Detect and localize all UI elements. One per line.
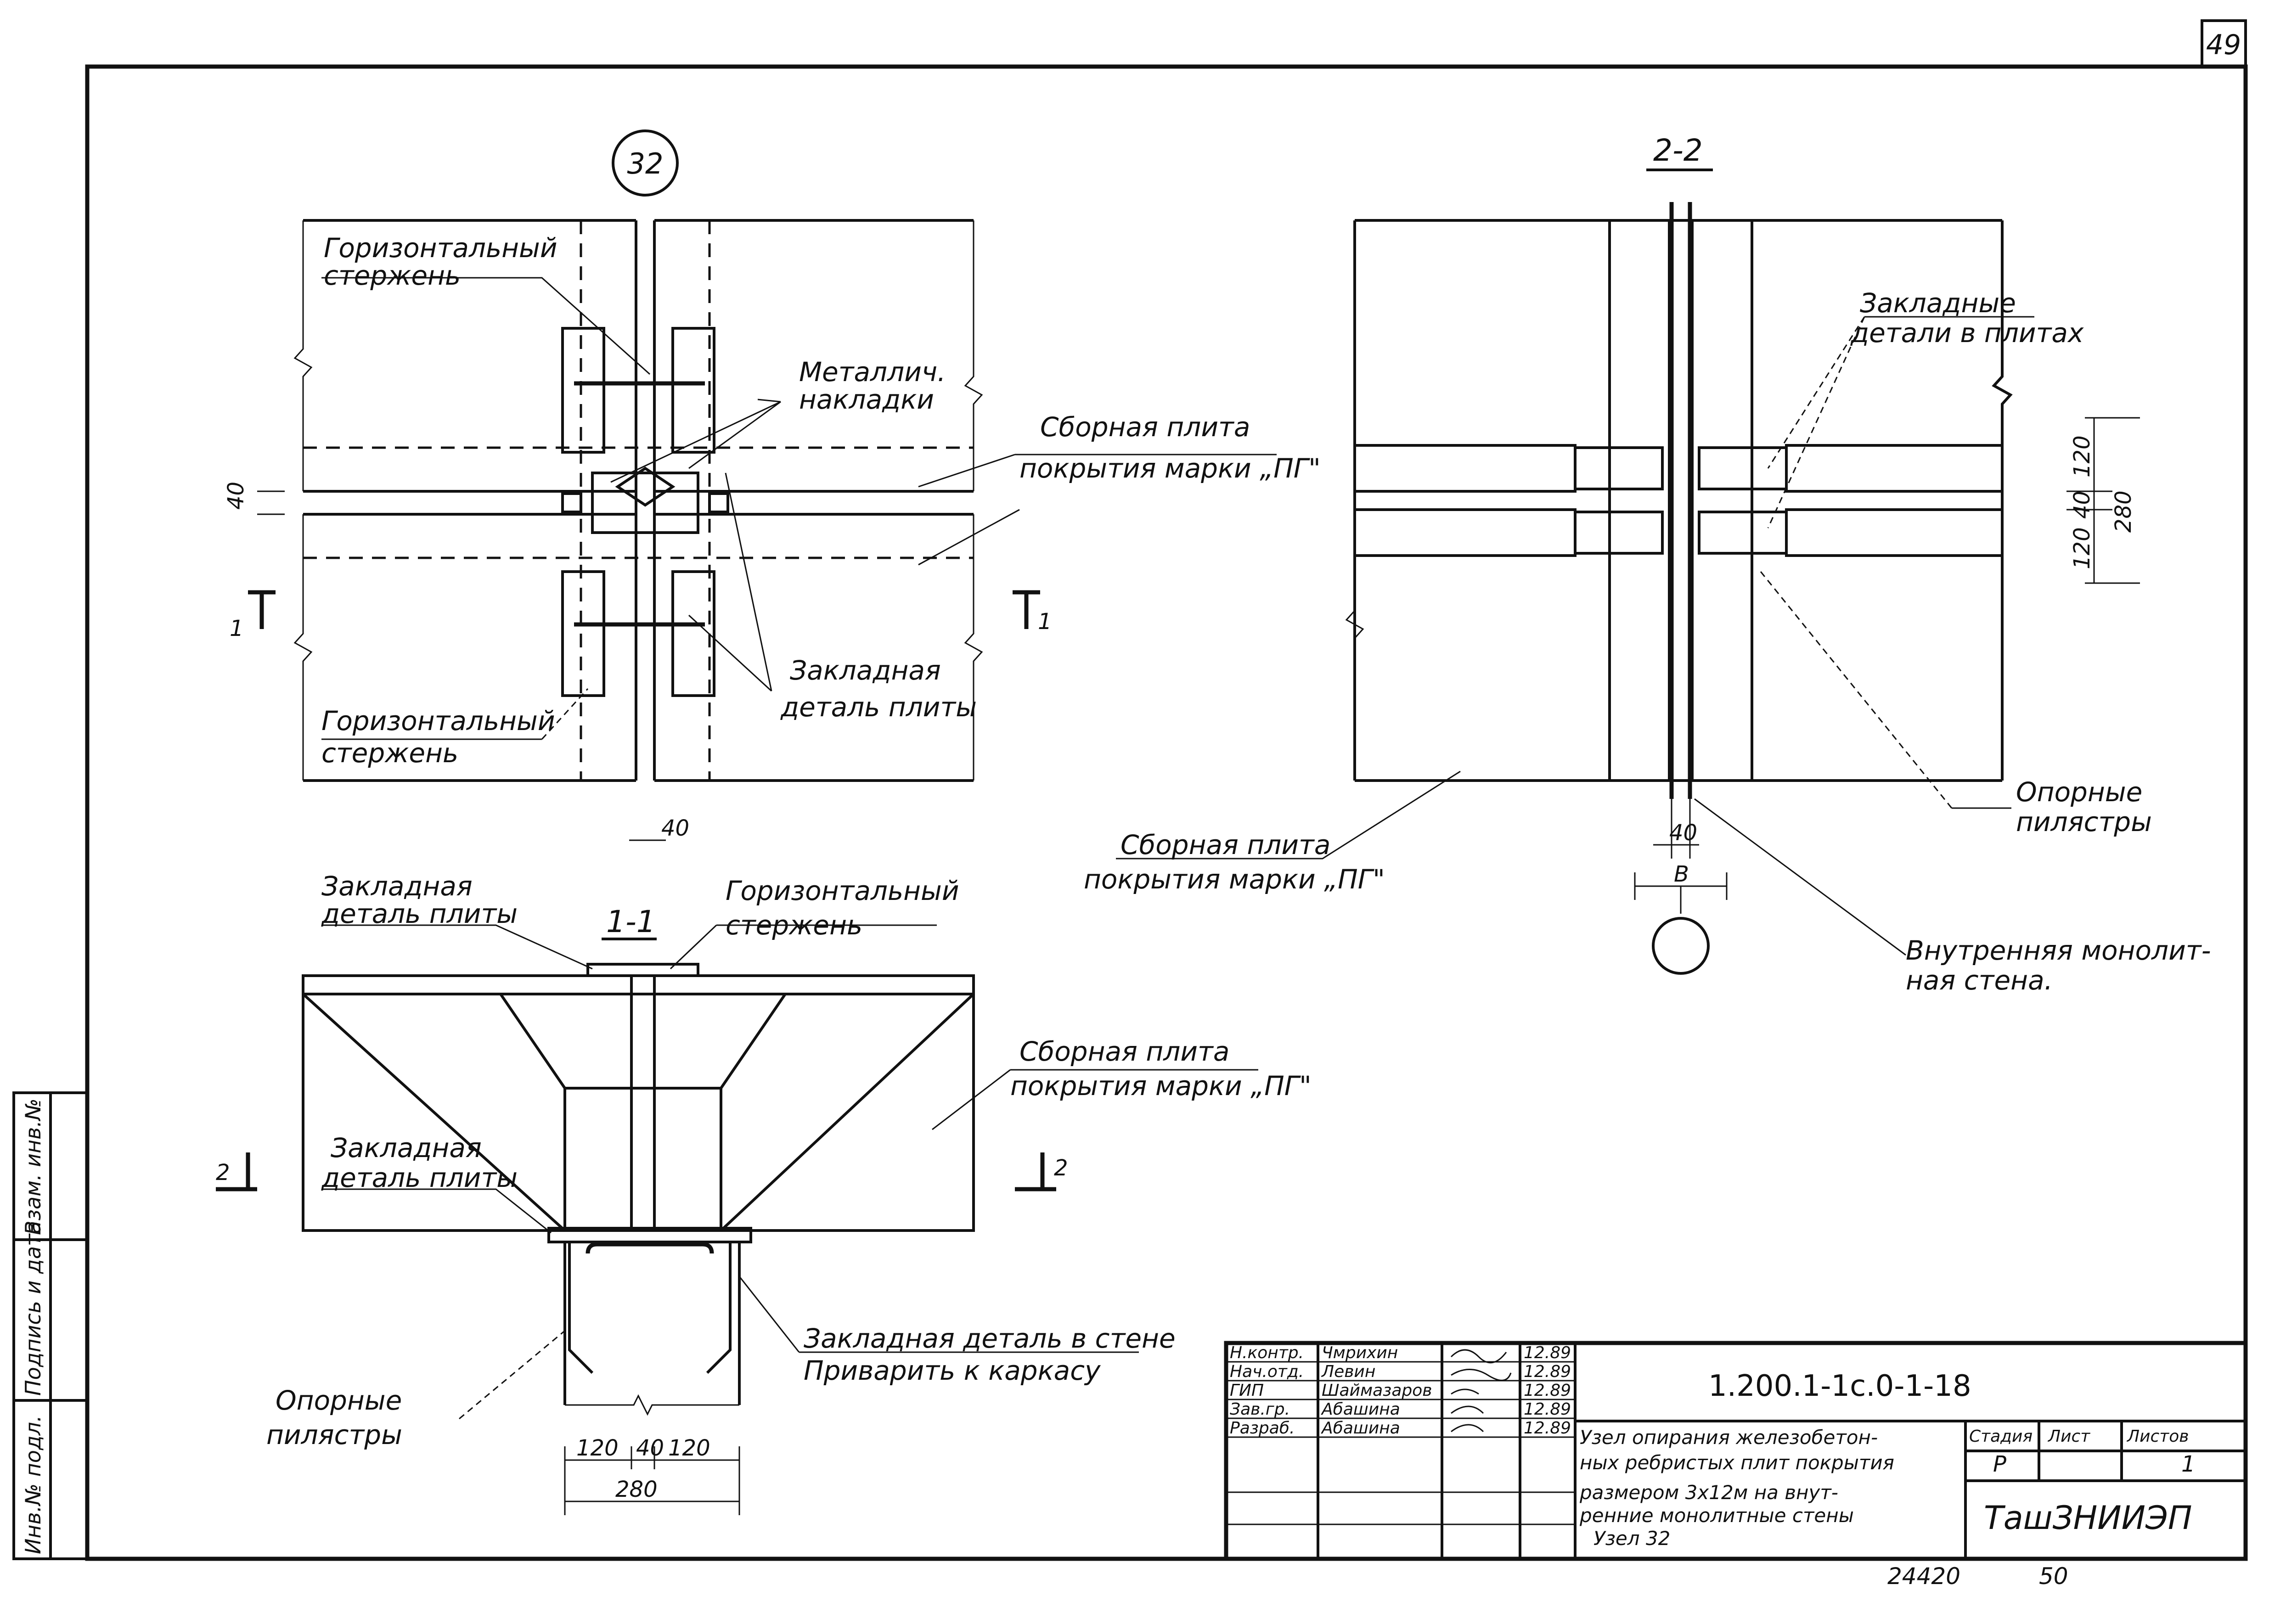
plan-view: 32 40 40 1 1 <box>223 129 1321 841</box>
tb-desc-2: размером 3х12м на внут- <box>1579 1481 1838 1504</box>
s11-label-pilasters-2: пилястры <box>266 1419 402 1450</box>
s11-label-embedded-mid-1: Закладная <box>331 1132 482 1163</box>
plan-label-embedded-1: Закладная <box>790 655 941 686</box>
plan-label-slab-1: Сборная плита <box>1040 411 1250 443</box>
s11-label-wall-1: Закладная деталь в стене <box>804 1323 1176 1354</box>
tb-designation: 1.200.1-1с.0-1-18 <box>1708 1369 1971 1403</box>
tb-organization: ТашЗНИИЭП <box>1984 1499 2192 1537</box>
plan-label-metal-pads-1: Металлич. <box>799 356 946 388</box>
tb-name-3: Абашина <box>1321 1400 1400 1419</box>
plan-label-metal-pads-2: накладки <box>799 384 934 415</box>
section-2-2-title: 2-2 <box>1653 133 1703 168</box>
s22-dim-280: 280 <box>2111 490 2136 533</box>
s11-dim-280: 280 <box>615 1477 658 1502</box>
s11-dim-40: 40 <box>636 1435 664 1461</box>
s22-dim-40: 40 <box>2069 491 2095 519</box>
s22-dim-b: В <box>1674 861 1689 887</box>
sheet-frame <box>85 64 2248 1561</box>
tb-role-3: Зав.гр. <box>1230 1400 1290 1419</box>
section-mark-right: 1 <box>1038 609 1052 635</box>
s22-label-slab-2: покрытия марки „ПГ" <box>1084 864 1385 895</box>
plan-label-slab-2: покрытия марки „ПГ" <box>1019 453 1321 484</box>
s11-mark-left: 2 <box>216 1160 230 1186</box>
s22-label-wall-2: ная стена. <box>1906 965 2053 996</box>
footer-left: 24420 <box>1887 1563 1960 1590</box>
s22-label-embedded-1: Закладные <box>1860 287 2016 319</box>
plan-label-rod-top-2: стержень <box>324 260 461 291</box>
side-stamp-sign: Подпись и дата <box>21 1221 45 1396</box>
node-circle <box>612 129 679 197</box>
tb-date-4: 12.89 <box>1524 1419 1571 1438</box>
tb-date-3: 12.89 <box>1524 1400 1571 1419</box>
section-1-1-title: 1-1 <box>606 904 656 939</box>
tb-date-0: 12.89 <box>1524 1343 1571 1362</box>
s22-label-embedded-2: детали в плитах <box>1850 317 2084 348</box>
s22-marker-circle <box>1652 917 1710 975</box>
side-stamp-replace: Взам. инв.№ <box>21 1098 45 1235</box>
tb-name-1: Левин <box>1321 1362 1375 1381</box>
s11-dim-120a: 120 <box>576 1435 619 1461</box>
s11-label-embedded-top-2: деталь плиты <box>321 898 518 929</box>
s11-label-embedded-top-1: Закладная <box>321 871 473 902</box>
section-mark-left: 1 <box>230 616 244 641</box>
tb-desc-3: ренние монолитные стены <box>1579 1504 1854 1527</box>
s11-dim-120b: 120 <box>668 1435 710 1461</box>
s22-label-pilasters-2: пилястры <box>2016 806 2152 837</box>
tb-role-4: Разраб. <box>1230 1419 1295 1438</box>
tb-stage-header: Стадия <box>1969 1427 2033 1446</box>
s22-dim-gap: 40 <box>1669 820 1697 846</box>
plan-label-embedded-2: деталь плиты <box>780 691 977 723</box>
tb-sheets-header: Листов <box>2126 1427 2189 1446</box>
tb-role-2: ГИП <box>1230 1381 1264 1400</box>
plan-label-rod-bottom-2: стержень <box>321 737 458 769</box>
tb-date-2: 12.89 <box>1524 1381 1571 1400</box>
side-stamp: Инв.№ подл. Подпись и дата Взам. инв.№ <box>12 1091 89 1560</box>
s11-label-embedded-mid-2: деталь плиты <box>321 1162 518 1193</box>
s11-label-slab-2: покрытия марки „ПГ" <box>1010 1070 1312 1101</box>
node-number: 32 <box>627 147 664 180</box>
footer-right: 50 <box>2039 1563 2068 1590</box>
tb-sheet-header: Лист <box>2047 1427 2090 1446</box>
section-2-2: 2-2 120 40 120 280 40 В <box>1084 133 2211 996</box>
tb-desc-4: Узел 32 <box>1593 1527 1670 1550</box>
s11-label-pilasters-1: Опорные <box>276 1385 402 1416</box>
section-1-1: 1-1 120 40 120 280 2 2 <box>216 871 1312 1515</box>
s22-label-wall-1: Внутренняя монолит- <box>1906 935 2211 966</box>
plan-label-rod-bottom-1: Горизонтальный <box>321 705 555 736</box>
plan-dim-gap-bottom: 40 <box>661 815 689 841</box>
tb-stage: Р <box>1993 1451 2006 1477</box>
s22-label-slab-1: Сборная плита <box>1120 829 1330 860</box>
tb-role-1: Нач.отд. <box>1230 1362 1304 1381</box>
tb-sheets: 1 <box>2181 1451 2196 1477</box>
plan-label-rod-top-1: Горизонтальный <box>324 232 557 264</box>
s22-label-pilasters-1: Опорные <box>2016 776 2142 808</box>
s11-label-rod-1: Горизонтальный <box>726 875 959 906</box>
s22-dim-120b: 120 <box>2069 527 2095 569</box>
tb-desc-0: Узел опирания железобетон- <box>1580 1426 1878 1449</box>
s22-dim-120a: 120 <box>2069 435 2095 478</box>
page-number: 49 <box>2206 29 2241 61</box>
tb-date-1: 12.89 <box>1524 1362 1571 1381</box>
s11-mark-right: 2 <box>1054 1155 1068 1181</box>
tb-name-4: Абашина <box>1321 1419 1400 1438</box>
tb-role-0: Н.контр. <box>1230 1343 1304 1362</box>
side-stamp-inv: Инв.№ подл. <box>21 1415 45 1554</box>
tb-desc-1: ных ребристых плит покрытия <box>1580 1451 1894 1474</box>
plan-dim-gap-left: 40 <box>223 482 249 510</box>
s11-label-slab-1: Сборная плита <box>1019 1036 1229 1067</box>
s11-label-wall-2: Приварить к каркасу <box>804 1355 1101 1386</box>
tb-name-2: Шаймазаров <box>1322 1381 1432 1400</box>
page-number-box <box>2201 19 2247 68</box>
title-block: Н.контр. Чмрихин 12.89 Нач.отд. Левин 12… <box>1224 1341 2248 1561</box>
tb-name-0: Чмрихин <box>1322 1343 1398 1362</box>
s11-label-rod-2: стержень <box>726 910 862 941</box>
